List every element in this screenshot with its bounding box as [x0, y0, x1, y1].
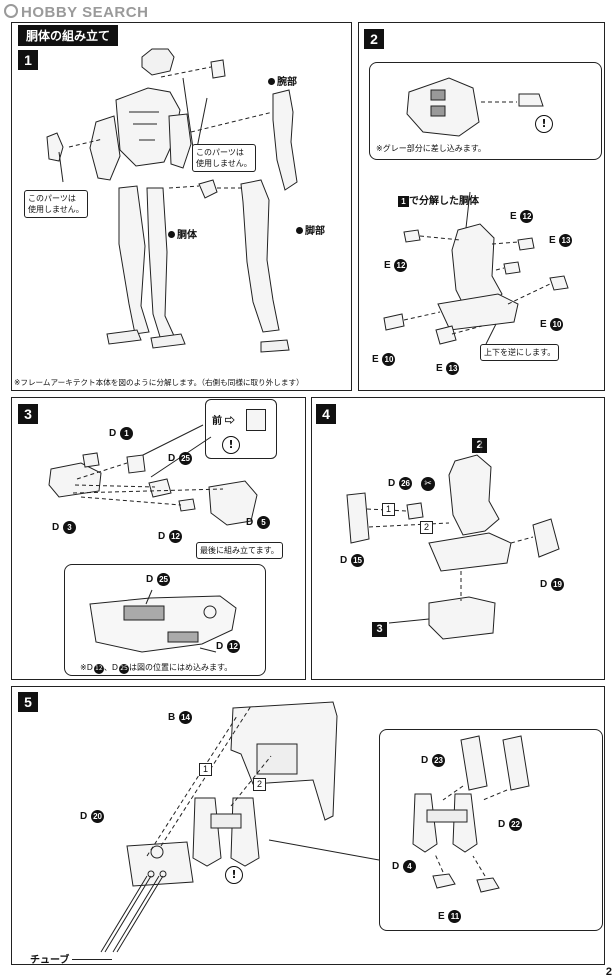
number-circle-icon: 14 — [179, 711, 193, 724]
step3-part-d3: D 3 — [52, 521, 77, 534]
number-circle-icon: 11 — [448, 910, 462, 923]
step3-part-d12: D 12 — [158, 530, 183, 543]
step2-part-e12-right: E 12 — [510, 210, 534, 223]
step4-order-2: 2 — [420, 521, 433, 534]
number-circle-icon: 25 — [157, 573, 171, 586]
step4-order-1: 1 — [382, 503, 395, 516]
step3-assembly-drawing — [11, 397, 306, 680]
step3-front-label: 前 ⇨ — [212, 416, 235, 427]
number-circle-icon: 12 — [169, 530, 183, 543]
number-circle-icon: 12 — [394, 259, 408, 272]
number-circle-icon: 13 — [559, 234, 573, 247]
number-circle-icon: 10 — [550, 318, 564, 331]
number-circle-icon: 25 — [119, 664, 130, 674]
step1-torso-label: 胴体 — [168, 226, 197, 241]
number-circle-icon: 10 — [382, 353, 396, 366]
step3-front-part-drawing — [246, 409, 266, 431]
number-circle-icon: 5 — [257, 516, 271, 529]
torso-marker-icon — [168, 231, 175, 238]
step2-part-e10-right: E 10 — [540, 318, 564, 331]
step2-part-e13-right: E 13 — [549, 234, 573, 247]
step4-number: 4 — [316, 404, 336, 424]
step1-figure-drawing — [11, 22, 352, 391]
step5-warning-icon: ! — [225, 866, 243, 884]
step3-detail-d12: D 12 — [216, 640, 241, 653]
step5-tube-label: チューブ — [30, 951, 113, 966]
step3-final-note: 最後に組み立てます。 — [196, 542, 283, 559]
step2-part-e12-left: E 12 — [384, 259, 408, 272]
step3-number: 3 — [18, 404, 38, 424]
step2-number: 2 — [364, 29, 384, 49]
step5-part-b14: B 14 — [168, 711, 193, 724]
step4-ref-step2: 2 — [472, 438, 487, 453]
step2-warning-icon: ! — [535, 115, 553, 133]
number-circle-icon: 12 — [93, 664, 104, 674]
step1-callout-center: このパーツは 使用しません。 — [192, 144, 256, 172]
watermark-logo-icon — [4, 4, 18, 18]
step5-order-2: 2 — [253, 778, 266, 791]
step5-part-e11: E 11 — [438, 910, 462, 923]
step5-part-d4: D 4 — [392, 860, 417, 873]
step4-ref-step3: 3 — [372, 622, 387, 637]
number-circle-icon: 19 — [551, 578, 565, 591]
step4-part-d26: D 26 — [388, 477, 413, 490]
number-circle-icon: 1 — [120, 427, 134, 440]
number-circle-icon: 20 — [91, 810, 105, 823]
step5-part-d22: D 22 — [498, 818, 523, 831]
number-circle-icon: 13 — [446, 362, 460, 375]
step5-part-d20: D 20 — [80, 810, 105, 823]
step3-warning-icon: ! — [222, 436, 240, 454]
step1-number: 1 — [18, 50, 38, 70]
step2-torso-step-ref: 1 — [398, 196, 409, 207]
step3-part-d5: D 5 — [246, 516, 271, 529]
number-circle-icon: 22 — [509, 818, 523, 831]
step1-leg-label: 脚部 — [296, 222, 325, 237]
step1-arm-label: 腕部 — [268, 73, 297, 88]
step2-assembly-drawing — [358, 22, 605, 391]
step5-assembly-drawing — [11, 686, 605, 965]
step2-part-e13-left: E 13 — [436, 362, 460, 375]
arrow-right-icon: ⇨ — [224, 416, 235, 427]
number-circle-icon: 4 — [403, 860, 417, 873]
section-title: 胴体の組み立て — [18, 25, 119, 46]
step3-detail-d25: D 25 — [146, 573, 171, 586]
page-number: 2 — [605, 966, 612, 978]
step5-number: 5 — [18, 692, 38, 712]
step4-cut-icon: ✂ — [421, 477, 435, 491]
watermark: HOBBY SEARCH — [4, 4, 148, 21]
step3-detail-drawing — [64, 564, 264, 674]
number-circle-icon: 15 — [351, 554, 365, 567]
step5-part-d23: D 23 — [421, 754, 446, 767]
number-circle-icon: 26 — [399, 477, 413, 490]
leg-marker-icon — [296, 227, 303, 234]
number-circle-icon: 23 — [432, 754, 446, 767]
number-circle-icon: 25 — [179, 452, 193, 465]
step3-part-d1: D 1 — [109, 427, 134, 440]
leader-line — [72, 959, 113, 960]
step5-order-1: 1 — [199, 763, 212, 776]
step3-part-d25: D 25 — [168, 452, 193, 465]
step4-part-d19: D 19 — [540, 578, 565, 591]
step2-gray-note: ※グレー部分に差し込みます。 — [376, 144, 486, 153]
number-circle-icon: 12 — [227, 640, 241, 653]
step2-part-e10-left: E 10 — [372, 353, 396, 366]
step2-detail-drawing — [369, 62, 600, 158]
step2-flip-note: 上下を逆にします。 — [480, 344, 560, 361]
step1-callout-left: このパーツは 使用しません。 — [24, 190, 88, 218]
number-circle-icon: 3 — [63, 521, 77, 534]
step4-assembly-drawing — [311, 397, 605, 680]
arm-marker-icon — [268, 78, 275, 85]
step4-part-d15: D 15 — [340, 554, 365, 567]
number-circle-icon: 12 — [520, 210, 534, 223]
step1-footnote: ※フレームアーキテクト本体を図のように分解します。（右側も同様に取り外します） — [14, 378, 304, 387]
